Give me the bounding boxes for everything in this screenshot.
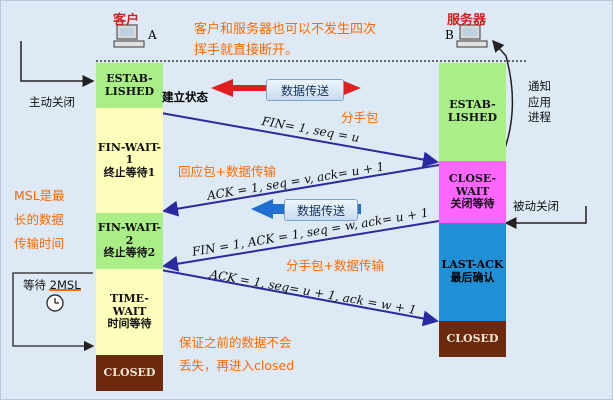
data-transfer-pill-2: 数据传送 xyxy=(284,199,358,221)
client-established-cn: 建立状态 xyxy=(162,90,208,104)
top-note-annotation: 客户和服务器也可以不发生四次 挥手就直接断开。 xyxy=(194,22,377,59)
passive-close-arrow xyxy=(504,206,587,229)
split-data-annotation: 分手包+数据传输 xyxy=(286,258,384,273)
client-state-closed: CLOSED xyxy=(96,355,163,391)
data-transfer-pill-1: 数据传送 xyxy=(266,79,344,101)
server-state-last-ack: LAST-ACK 最后确认 xyxy=(439,223,506,321)
ack1-arrow xyxy=(162,164,440,217)
clock-icon xyxy=(46,294,64,312)
client-computer-icon xyxy=(113,24,145,48)
ack-data-annotation: 回应包+数据传输 xyxy=(178,164,276,179)
notify-app-label: 通知 应用 进程 xyxy=(528,79,551,125)
final-note-annotation: 保证之前的数据不会 丢失，再进入closed xyxy=(179,335,295,373)
client-state-time-wait: TIME-WAIT 时间等待 xyxy=(96,269,163,355)
server-state-closed: CLOSED xyxy=(439,321,506,357)
active-close-label: 主动关闭 xyxy=(29,95,75,109)
msl-annotation: MSL是最 长的数据 传输时间 xyxy=(14,188,65,251)
server-letter: B xyxy=(445,28,454,42)
fin2-arrow xyxy=(162,220,440,272)
fin1-arrow xyxy=(160,112,439,168)
passive-close-label: 被动关闭 xyxy=(513,199,559,213)
server-title: 服务器 xyxy=(447,13,487,28)
active-close-arrow xyxy=(20,41,95,87)
wait-2msl-bracket xyxy=(12,272,95,352)
server-state-close-wait: CLOSE-WAIT 关闭等待 xyxy=(439,161,506,223)
client-state-fin-wait-1: FIN-WAIT-1 终止等待1 xyxy=(96,108,163,213)
server-computer-icon xyxy=(456,24,488,48)
wait-2msl-label: 等待 2MSL xyxy=(23,278,81,292)
client-letter: A xyxy=(148,28,157,42)
client-state-fin-wait-2: FIN-WAIT-2 终止等待2 xyxy=(96,213,163,269)
server-state-established: ESTAB- LISHED xyxy=(439,63,506,161)
client-state-established: ESTAB- LISHED xyxy=(96,63,163,108)
client-title: 客户 xyxy=(113,13,140,28)
top-dotted-line xyxy=(96,60,526,62)
ack2-arrow xyxy=(160,269,439,327)
split-packet-annotation: 分手包 xyxy=(341,110,379,125)
